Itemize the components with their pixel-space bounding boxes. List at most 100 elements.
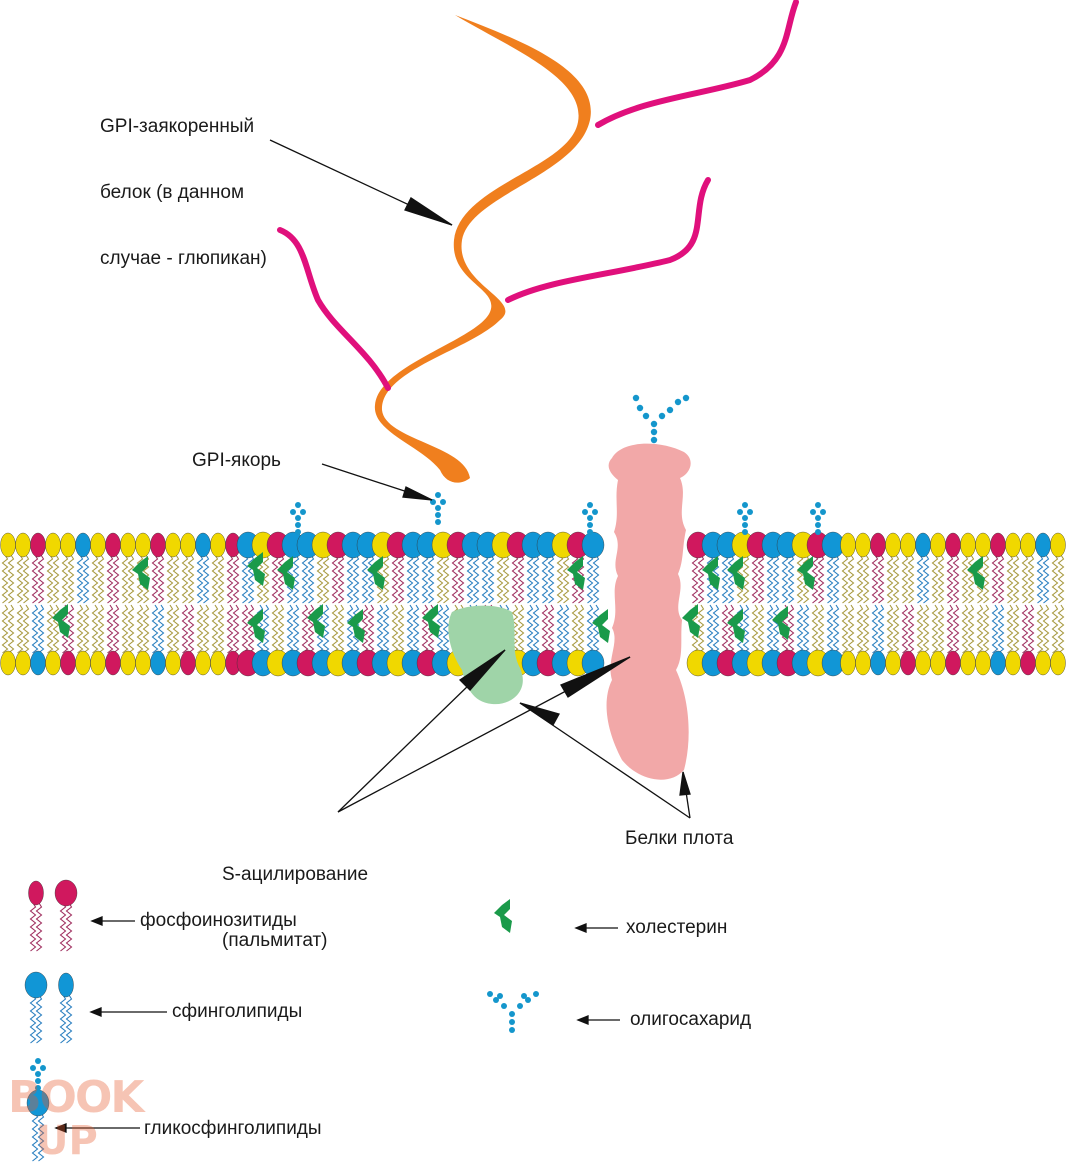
lipid-inner <box>855 604 871 676</box>
cholesterol-molecule <box>494 899 512 933</box>
lipid-outer <box>0 532 16 604</box>
lipid-inner <box>1035 604 1051 676</box>
cholesterol-molecule <box>277 556 295 590</box>
glycosphingolipid-icon <box>26 1089 50 1162</box>
s-acylation-label: S-ацилирование (пальмитат) <box>222 820 368 974</box>
cholesterol-molecule <box>247 609 265 643</box>
gpi-protein-label-line: случае - глюпикан) <box>100 248 267 269</box>
cholesterol-molecule <box>967 556 985 590</box>
lipid-outer <box>135 532 151 604</box>
oligosaccharide-icon <box>487 991 539 1033</box>
oligosaccharide-chain <box>632 394 690 444</box>
s-acylation-label-line: S-ацилирование <box>222 864 369 885</box>
lipid-outer <box>180 532 196 604</box>
lipid-outer <box>900 532 916 604</box>
gpi-anchored-protein <box>374 15 591 483</box>
lipid-inner <box>960 604 976 676</box>
lipid-inner <box>900 604 916 676</box>
lipid-inner <box>1050 604 1066 676</box>
oligosaccharides <box>290 394 826 535</box>
lipid-outer <box>210 532 226 604</box>
lipid-outer <box>1020 532 1036 604</box>
lipid-outer <box>581 531 605 604</box>
cholesterol-molecule <box>592 609 610 643</box>
lipid-outer <box>120 532 136 604</box>
lipid-inner <box>1020 604 1036 676</box>
lipid-inner <box>135 604 151 676</box>
cholesterol-molecule <box>132 556 150 590</box>
lipid-outer <box>150 532 166 604</box>
phosphoinositide-icon <box>28 880 44 952</box>
heparan-sulfate-chain <box>595 0 799 128</box>
cholesterol-molecule <box>797 556 815 590</box>
lipid-outer <box>75 532 91 604</box>
lipid-outer <box>930 532 946 604</box>
lipid-outer <box>45 532 61 604</box>
cholesterol-molecule <box>567 556 585 590</box>
legend-phosphoinositides: фосфоинозитиды <box>140 910 297 931</box>
phosphoinositide-icon <box>54 879 78 952</box>
oligosaccharide-chain <box>810 502 826 535</box>
lipid-outer <box>225 532 241 604</box>
s-acylation-label-line: (пальмитат) <box>222 930 328 951</box>
cholesterol-molecule <box>727 609 745 643</box>
gpi-protein-label-line: белок (в данном <box>100 182 245 203</box>
lipid-outer <box>60 532 76 604</box>
cholesterol-molecules <box>52 552 985 643</box>
lipid-inner <box>930 604 946 676</box>
lipid-inner <box>840 604 856 676</box>
cholesterol-molecule <box>347 609 365 643</box>
lipid-inner <box>30 604 46 676</box>
lipid-inner <box>45 604 61 676</box>
lipid-outer <box>15 532 31 604</box>
lipid-outer <box>1050 532 1066 604</box>
lipid-outer <box>105 532 121 604</box>
sphingolipid-icon <box>58 972 74 1044</box>
lipid-outer <box>195 532 211 604</box>
lipid-inner <box>885 604 901 676</box>
cholesterol-molecule <box>772 606 790 640</box>
lipid-inner <box>1005 604 1021 676</box>
lipid-inner <box>0 604 16 676</box>
lipid-inner <box>180 604 196 676</box>
lipid-outer <box>1035 532 1051 604</box>
lipid-inner <box>15 604 31 676</box>
cholesterol-molecule <box>247 552 265 586</box>
membrane-proteins <box>277 0 799 780</box>
gpi-protein-label: GPI-заякоренный белок (в данном случае -… <box>100 72 267 292</box>
lipid-outer <box>821 531 845 604</box>
lipid-inner <box>870 604 886 676</box>
lipid-inner <box>75 604 91 676</box>
oligosaccharide-chain <box>582 502 598 535</box>
lipid-outer <box>165 532 181 604</box>
lipid-inner <box>195 604 211 676</box>
heparan-sulfate-chain <box>277 227 391 391</box>
legend-sphingolipids: сфинголипиды <box>172 1001 303 1022</box>
oligosaccharide-chain <box>737 502 753 535</box>
raft-protein <box>606 443 691 780</box>
legend-cholesterol: холестерин <box>626 917 728 938</box>
lipid-inner <box>120 604 136 676</box>
legend-icons <box>24 879 539 1162</box>
gpi-protein-label-line: GPI-заякоренный <box>100 116 255 137</box>
lipid-inner <box>150 604 166 676</box>
cholesterol-molecule <box>727 556 745 590</box>
lipid-outer <box>885 532 901 604</box>
gpi-anchor-label: GPI-якорь <box>192 450 281 471</box>
lipid-inner <box>915 604 931 676</box>
lipid-outer <box>840 532 856 604</box>
lipid-inner <box>90 604 106 676</box>
cholesterol-molecule <box>702 556 720 590</box>
legend-glycosphingolipids: гликосфинголипиды <box>144 1118 322 1139</box>
lipid-inner <box>225 604 241 676</box>
lipid-inner <box>975 604 991 676</box>
lipid-outer <box>30 532 46 604</box>
lipid-inner <box>210 604 226 676</box>
lipid-outer <box>870 532 886 604</box>
lipid-inner <box>945 604 961 676</box>
lipid-outer <box>1005 532 1021 604</box>
legend-oligosaccharide: олигосахарид <box>630 1009 752 1030</box>
cholesterol-molecule <box>367 556 385 590</box>
cholesterol-molecule <box>307 604 325 638</box>
